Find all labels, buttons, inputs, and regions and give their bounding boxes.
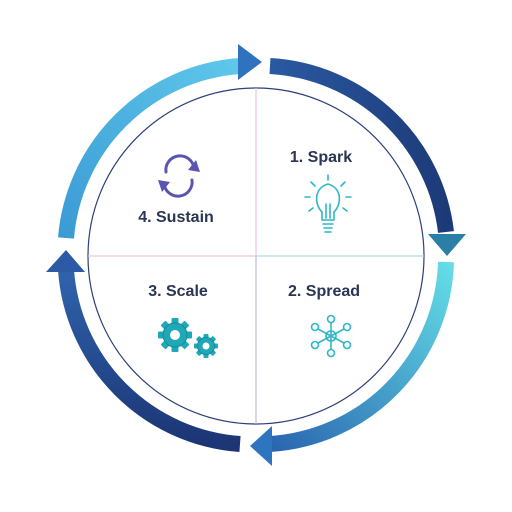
quadrant-dividers bbox=[88, 88, 424, 424]
arrow-right-icon bbox=[428, 234, 466, 256]
arrow-top-icon bbox=[238, 44, 262, 80]
ring-arc-top-left bbox=[58, 58, 241, 239]
refresh-icon bbox=[158, 154, 200, 198]
stage-label-spark: 1. Spark bbox=[290, 149, 352, 166]
lightbulb-icon bbox=[304, 174, 352, 233]
ring-arc-top-right bbox=[269, 58, 454, 233]
arrow-bottom-icon bbox=[250, 426, 272, 466]
ring-arc-bottom-right bbox=[269, 261, 454, 452]
stage-label-spread: 2. Spread bbox=[288, 283, 360, 300]
stage-label-scale: 3. Scale bbox=[148, 283, 208, 300]
arrow-left-icon bbox=[46, 250, 85, 272]
cycle-ring bbox=[58, 58, 454, 452]
gears-icon bbox=[158, 318, 218, 358]
cycle-arrows bbox=[46, 44, 466, 466]
stage-label-sustain: 4. Sustain bbox=[138, 209, 214, 226]
ring-arc-bottom-left bbox=[58, 269, 241, 452]
network-icon bbox=[310, 314, 352, 358]
